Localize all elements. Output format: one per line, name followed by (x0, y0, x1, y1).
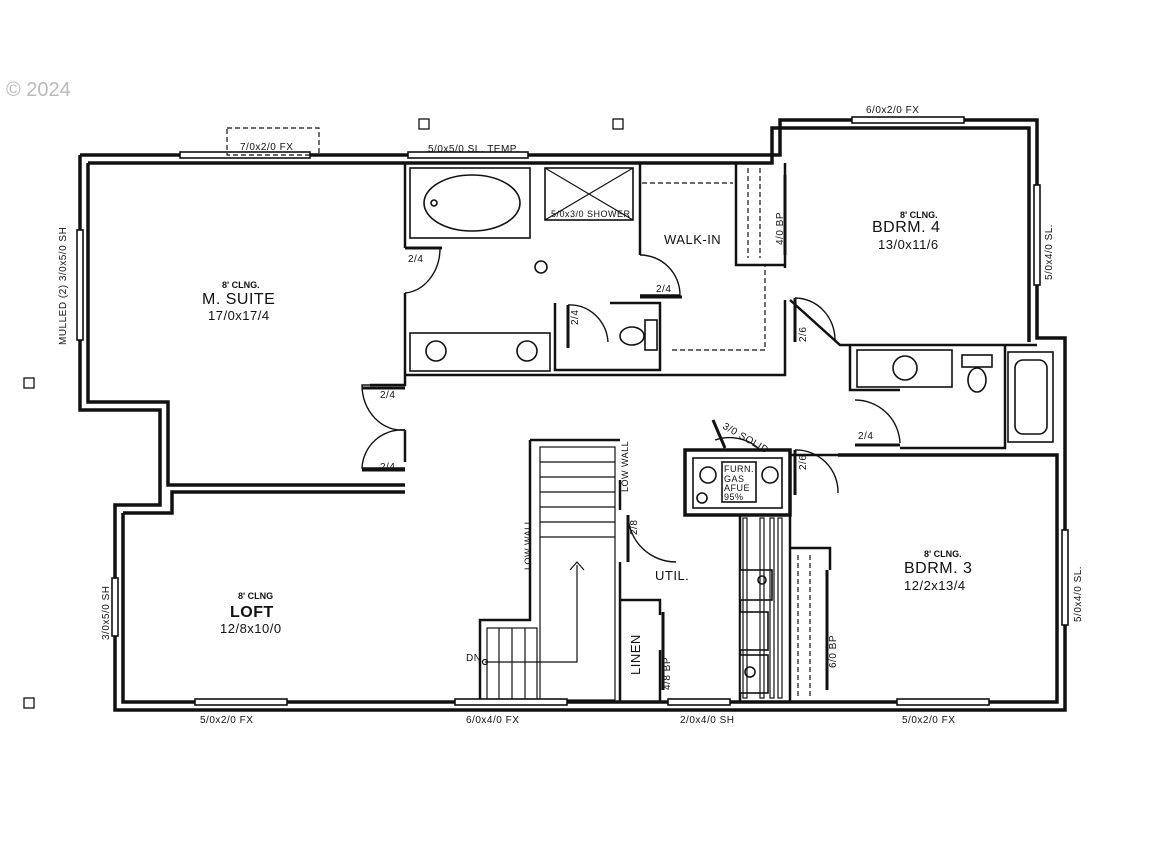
door-label: 2/6 (798, 327, 809, 342)
ceiling-note: 8' CLNG (238, 591, 273, 601)
room-name: BDRM. 3 (904, 560, 972, 577)
bypass-label: 6/0 BP (828, 635, 839, 668)
door-label: 2/4 (408, 254, 423, 265)
room-name: BDRM. 4 (872, 219, 940, 236)
window-labels: 7/0x2/0 FX 5/0x5/0 SL. TEMP. 6/0x2/0 FX … (58, 105, 1084, 726)
staircase (481, 446, 616, 701)
stair-down-label: DN (466, 653, 481, 664)
door-label: 2/4 (380, 462, 395, 473)
room-size: 17/0x17/4 (208, 308, 270, 323)
annotations: 5/0x3/0 SHOWER 4/0 BP 6/0 BP 4/8 BP LOW … (466, 209, 839, 690)
windows (76, 116, 1069, 706)
room-size: 13/0x11/6 (878, 237, 939, 252)
window-label: 5/0x4/0 SL. (1044, 224, 1055, 280)
room-name: M. SUITE (202, 291, 275, 308)
window-label: MULLED (2) 3/0x5/0 SH (58, 227, 69, 345)
ceiling-note: 8' CLNG. (900, 210, 938, 220)
exterior-walls (78, 118, 1067, 712)
furnace-label: GAS (724, 474, 745, 484)
window-label: 5/0x4/0 SL. (1073, 566, 1084, 622)
low-wall-label: LOW WALL (523, 519, 533, 570)
window-label: 7/0x2/0 FX (240, 142, 293, 153)
window-label: 6/0x4/0 FX (466, 715, 519, 726)
bypass-label: 4/0 BP (775, 212, 786, 245)
window-label: 5/0x2/0 FX (200, 715, 253, 726)
door-label: 2/4 (380, 390, 395, 401)
room-name: UTIL. (655, 568, 689, 583)
door-label: 2/4 (570, 310, 581, 325)
room-name: LINEN (628, 634, 643, 675)
furnace-label: AFUE (724, 483, 750, 493)
room-size: 12/2x13/4 (904, 578, 966, 593)
doors (361, 175, 901, 690)
room-name: WALK-IN (664, 232, 721, 247)
interior-walls (370, 163, 1037, 702)
window-label: 2/0x4/0 SH (680, 715, 734, 726)
room-labels: 8' CLNG. M. SUITE 17/0x17/4 8' CLNG. BDR… (202, 210, 972, 675)
door-label: 2/4 (858, 431, 873, 442)
furnace-label: 95% (724, 492, 744, 502)
bypass-label: 4/8 BP (662, 657, 673, 690)
ceiling-note: 8' CLNG. (222, 280, 260, 290)
shower-label: 5/0x3/0 SHOWER (551, 209, 631, 219)
window-label: 5/0x5/0 SL. TEMP. (428, 144, 519, 155)
low-wall-label: LOW WALL (620, 441, 630, 492)
room-name: LOFT (230, 604, 274, 621)
door-label: 2/6 (798, 455, 809, 470)
corner-markers (23, 118, 624, 709)
fixtures (409, 167, 1054, 699)
window-label: 5/0x2/0 FX (902, 715, 955, 726)
room-size: 12/8x10/0 (220, 621, 282, 636)
copyright-text: © 2024 (6, 79, 71, 101)
window-label: 6/0x2/0 FX (866, 105, 919, 116)
window-label: 3/0x5/0 SH (101, 586, 112, 640)
ceiling-note: 8' CLNG. (924, 549, 962, 559)
furnace-label: FURN. (724, 464, 754, 474)
door-label: 2/4 (656, 284, 671, 295)
door-label: 2/8 (629, 520, 640, 535)
